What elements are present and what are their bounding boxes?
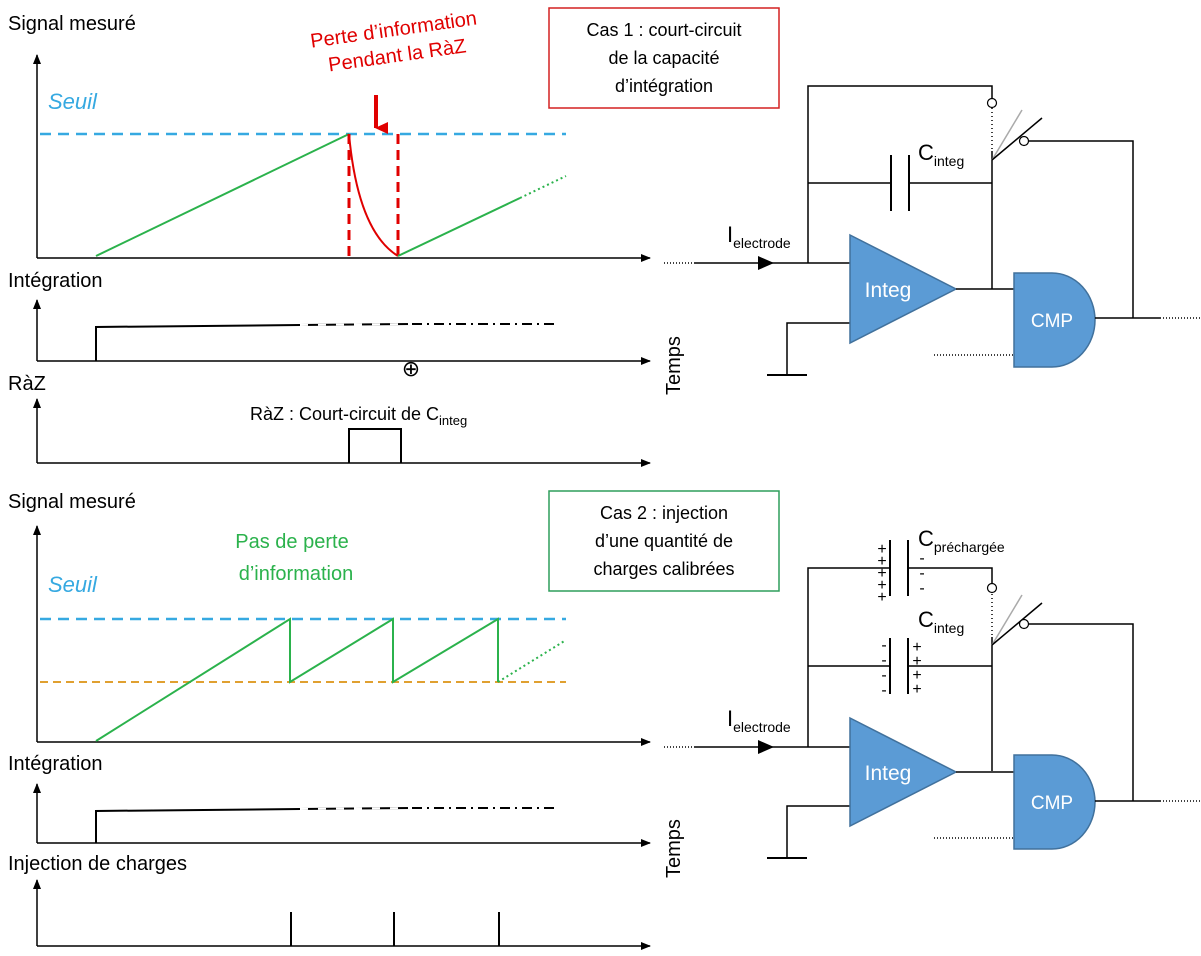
charge-minus: - [881, 637, 886, 654]
charge-plus: + [877, 541, 886, 558]
charge-plus: + [912, 639, 921, 656]
case2-integration-trace [95, 807, 413, 843]
case1-switch-contact-right [1018, 135, 1030, 147]
case2-left-rail-wire [807, 567, 890, 747]
case1-reset-pulse [348, 428, 402, 463]
case2-integrator-amp [849, 716, 958, 828]
case2-no-loss-note-line2: d’information [239, 563, 354, 585]
case2-ground-wire [786, 805, 850, 858]
case1-box-line1: Cas 1 : court-circuit [586, 20, 741, 40]
case1-circuit: Cas 1 : court-circuit de la capacité d’i… [548, 7, 1200, 376]
case1-threshold-label: Seuil [48, 89, 98, 114]
case2-precharged-cap-label: Cpréchargée [918, 526, 1005, 555]
case2-signal-continuation [497, 639, 567, 683]
charge-plus: + [877, 589, 886, 606]
case2-signal-label: Signal mesuré [8, 491, 136, 513]
case1-time-label: Temps [663, 336, 685, 395]
case2-integration-label: Intégration [8, 753, 103, 775]
case1-reset-pulse-note: RàZ : Court-circuit de Cinteg [250, 404, 467, 428]
case1-integration-trace-gaps [299, 323, 413, 326]
case2-injection-plot: Injection de charges [8, 853, 651, 950]
case2-circuit: Cas 2 : injection d’une quantité de char… [548, 490, 1200, 859]
case2-integration-plot: Intégration [8, 753, 651, 847]
case1-reset-plot: RàZ RàZ : Court-circuit de Cinteg [8, 373, 651, 467]
charge-minus: - [919, 550, 924, 567]
case2-box-line1: Cas 2 : injection [600, 503, 728, 523]
case2-comparator-feedback-wire [1029, 623, 1134, 801]
charge-plus: + [912, 667, 921, 684]
case2-precharged-cap-right-wire [908, 567, 993, 583]
case1-title-box [548, 7, 780, 109]
charge-plus: + [912, 681, 921, 698]
case2-signal-plot: Signal mesuré Seuil Pas de perte d’infor… [8, 491, 651, 746]
case1-box-line3: d’intégration [615, 76, 713, 96]
case1-input-arrow-icon [758, 256, 774, 270]
case2-integrator-label: Integ [865, 762, 912, 785]
case2-cap-label: Cinteg [918, 607, 964, 636]
case1-switch-contact-top [986, 97, 998, 109]
case1-signal-label: Signal mesuré [8, 13, 136, 35]
case2-box-line2: d’une quantité de [595, 531, 733, 551]
case1-comparator-feedback-wire [1029, 140, 1134, 318]
case1-integrator-label: Integ [865, 279, 912, 302]
case2-threshold-label: Seuil [48, 572, 98, 597]
case1-comparator [1013, 272, 1096, 368]
case2-cap-charges: - - - - + + + + [881, 637, 921, 699]
case1-integrator-amp [849, 233, 958, 345]
case2-title-box [548, 490, 780, 592]
case2-switch-blade [991, 602, 1043, 646]
charge-plus: + [912, 653, 921, 670]
case1-integration-plot: Intégration ⊕ [8, 270, 651, 381]
charge-minus: - [919, 565, 924, 582]
charge-minus: - [881, 682, 886, 699]
case1-integration-label: Intégration [8, 270, 103, 292]
case1-feedback-wire-top [807, 85, 993, 263]
case2-precharged-cap-charges: + + + + + - - - [877, 541, 924, 606]
case1-integration-trace [95, 323, 413, 361]
case2-injection-label: Injection de charges [8, 853, 187, 875]
case1-switch-open-ghost [991, 109, 1023, 161]
case1-reset-decay-curve [348, 133, 399, 257]
case1-box-line2: de la capacité [608, 48, 719, 68]
case1-input-label: Ielectrode [727, 222, 791, 251]
case1-ground-wire [786, 322, 850, 375]
case2-signal-sawtooth [95, 617, 499, 742]
charge-minus: - [919, 580, 924, 597]
case2-no-loss-note-line1: Pas de perte [235, 531, 348, 553]
charge-plus: + [877, 577, 886, 594]
charge-plus: + [877, 553, 886, 570]
case1-signal-plot: Signal mesuré Seuil Perte d’information … [8, 8, 651, 262]
case2-switch-contact-right [1018, 618, 1030, 630]
case1-signal-ramp-continuation [519, 175, 567, 199]
case1-loss-note: Perte d’information Pendant la RàZ [309, 8, 478, 77]
case2-input-arrow-icon [758, 740, 774, 754]
case2-comparator [1013, 754, 1096, 850]
case2-box-line3: charges calibrées [593, 559, 734, 579]
charge-minus: - [881, 667, 886, 684]
charge-plus: + [877, 565, 886, 582]
case2-comparator-label: CMP [1031, 793, 1073, 814]
charge-minus: - [881, 652, 886, 669]
case1-switch-blade [991, 117, 1043, 161]
case1-comparator-label: CMP [1031, 311, 1073, 332]
case2-time-label: Temps [663, 819, 685, 878]
case2-input-label: Ielectrode [727, 706, 791, 735]
case2-switch-open-ghost [991, 594, 1023, 646]
case2-switch-contact-top [986, 582, 998, 594]
case1-signal-ramp-2 [397, 197, 521, 257]
case1-cap-label: Cinteg [918, 140, 964, 169]
case1-reset-label: RàZ [8, 373, 46, 395]
case2-integration-trace-gaps [299, 807, 413, 810]
case1-signal-ramp-1 [95, 133, 350, 257]
crosshair-icon: ⊕ [402, 356, 420, 381]
